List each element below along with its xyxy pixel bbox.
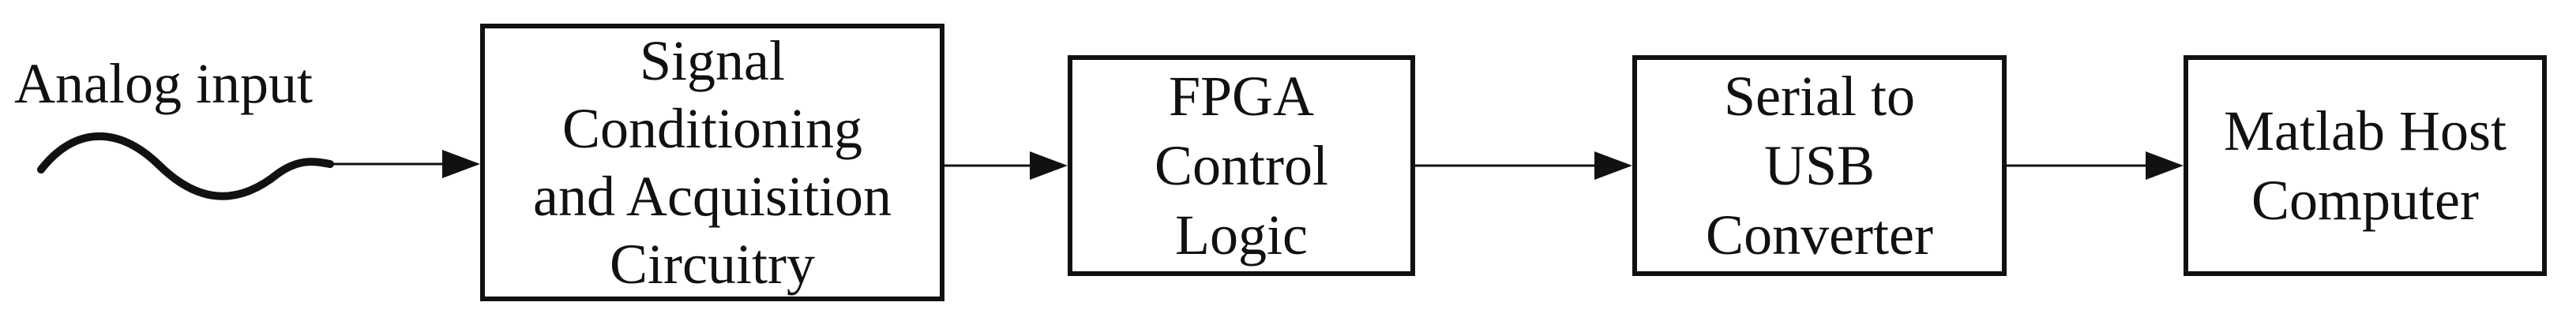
fpga-control-logic-block: FPGA Control Logic (1068, 55, 1415, 276)
signal-conditioning-block: Signal Conditioning and Acquisition Circ… (480, 24, 944, 301)
block-label-line: Matlab Host (2224, 99, 2507, 162)
block-label-line: Circuitry (610, 233, 815, 296)
signal-conditioning-label: Signal Conditioning and Acquisition Circ… (533, 27, 892, 298)
arrowhead-fpga-to-usb (1594, 151, 1632, 180)
block-label-line: Logic (1175, 203, 1308, 267)
block-label-line: Control (1154, 134, 1328, 197)
block-label-line: FPGA (1168, 65, 1315, 128)
matlab-host-label: Matlab Host Computer (2224, 96, 2507, 235)
block-label-line: Signal (639, 29, 785, 92)
arrowhead-input-to-acquisition (442, 150, 480, 178)
block-label-line: USB (1763, 134, 1876, 197)
block-label-line: Converter (1706, 203, 1933, 267)
block-label-line: Conditioning (561, 97, 863, 160)
matlab-host-block: Matlab Host Computer (2184, 55, 2547, 276)
analog-input-label: Analog input (14, 52, 313, 115)
arrowhead-usb-to-host (2146, 151, 2184, 180)
serial-to-usb-block: Serial to USB Converter (1632, 55, 2007, 276)
arrowhead-acquisition-to-fpga (1030, 151, 1068, 180)
block-label-line: and Acquisition (533, 165, 892, 228)
sine-wave-icon (37, 132, 334, 200)
fpga-control-logic-label: FPGA Control Logic (1155, 62, 1328, 270)
block-label-line: Computer (2251, 169, 2479, 232)
serial-to-usb-label: Serial to USB Converter (1706, 62, 1933, 270)
block-label-line: Serial to (1724, 65, 1915, 128)
